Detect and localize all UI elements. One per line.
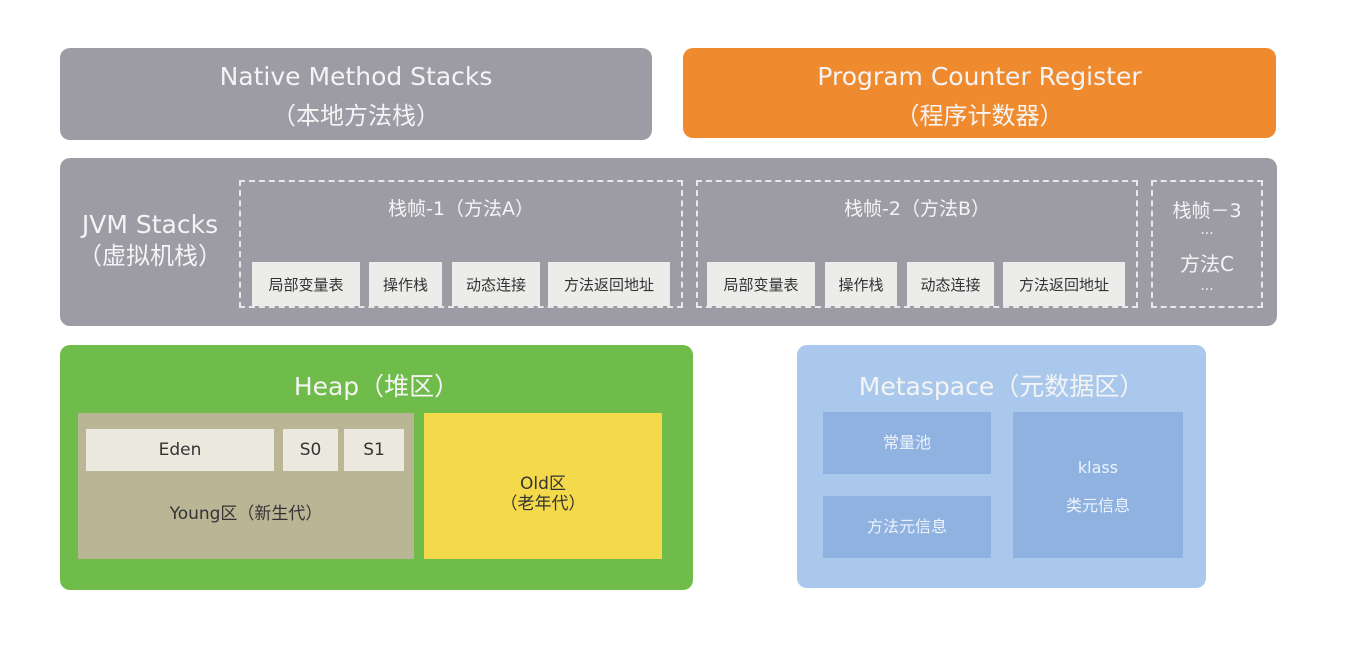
- young-generation-label: Young区（新生代）: [169, 504, 323, 524]
- metaspace-box: Metaspace（元数据区） 常量池 方法元信息 klass 类元信息: [797, 345, 1206, 588]
- jvm-stacks-title: JVM Stacks: [81, 210, 219, 239]
- local-variable-table-cell: 局部变量表: [252, 262, 360, 306]
- program-counter-register-subtitle: （程序计数器）: [895, 102, 1064, 130]
- jvm-stacks-box: JVM Stacks （虚拟机栈） 栈帧-1（方法A） 局部变量表 操作栈 动态…: [60, 158, 1277, 326]
- klass-label: klass: [1077, 458, 1119, 477]
- old-generation-subtitle: （老年代）: [500, 494, 586, 514]
- operand-stack-cell: 操作栈: [825, 262, 897, 306]
- young-generation: Eden S0 S1 Young区（新生代）: [78, 413, 414, 559]
- survivor-s0: S0: [283, 429, 338, 471]
- klass-cell: klass 类元信息: [1013, 412, 1183, 558]
- stack-frame-3: 栈帧－3 ... 方法C ...: [1151, 180, 1263, 308]
- return-address-cell: 方法返回地址: [1003, 262, 1125, 306]
- heap-box: Heap（堆区） Eden S0 S1 Young区（新生代） Old区 （老年…: [60, 345, 693, 590]
- jvm-stacks-subtitle: （虚拟机栈）: [78, 242, 222, 270]
- stack-frame-2-title: 栈帧-2（方法B）: [844, 198, 990, 220]
- heap-title: Heap（堆区）: [293, 372, 460, 401]
- dynamic-linking-cell: 动态连接: [907, 262, 994, 306]
- old-generation: Old区 （老年代）: [424, 413, 662, 559]
- eden-space: Eden: [86, 429, 274, 471]
- constant-pool-cell: 常量池: [823, 412, 991, 474]
- program-counter-register-box: Program Counter Register （程序计数器）: [683, 48, 1276, 138]
- operand-stack-cell: 操作栈: [369, 262, 442, 306]
- stack-frame-1-title: 栈帧-1（方法A）: [388, 198, 534, 220]
- native-method-stacks-subtitle: （本地方法栈）: [272, 102, 440, 130]
- method-metadata-cell: 方法元信息: [823, 496, 991, 558]
- survivor-s1: S1: [344, 429, 404, 471]
- constant-pool-label: 常量池: [882, 433, 931, 452]
- stack-frame-3-method: 方法C: [1180, 252, 1234, 276]
- metaspace-title: Metaspace（元数据区）: [858, 372, 1145, 401]
- class-metadata-label: 类元信息: [1065, 496, 1130, 515]
- old-generation-title: Old区: [520, 474, 566, 494]
- native-method-stacks-box: Native Method Stacks （本地方法栈）: [60, 48, 652, 140]
- stack-frame-3-ellipsis-bottom: ...: [1200, 278, 1214, 294]
- stack-frame-1: 栈帧-1（方法A） 局部变量表 操作栈 动态连接 方法返回地址: [239, 180, 683, 308]
- method-metadata-label: 方法元信息: [866, 517, 947, 536]
- stack-frame-2: 栈帧-2（方法B） 局部变量表 操作栈 动态连接 方法返回地址: [696, 180, 1138, 308]
- local-variable-table-cell: 局部变量表: [707, 262, 815, 306]
- program-counter-register-title: Program Counter Register: [817, 62, 1142, 91]
- stack-frame-3-title: 栈帧－3: [1172, 200, 1242, 222]
- native-method-stacks-title: Native Method Stacks: [219, 62, 493, 91]
- return-address-cell: 方法返回地址: [548, 262, 670, 306]
- jvm-stacks-label: JVM Stacks （虚拟机栈）: [60, 210, 240, 272]
- stack-frame-3-ellipsis-top: ...: [1200, 222, 1214, 238]
- dynamic-linking-cell: 动态连接: [452, 262, 540, 306]
